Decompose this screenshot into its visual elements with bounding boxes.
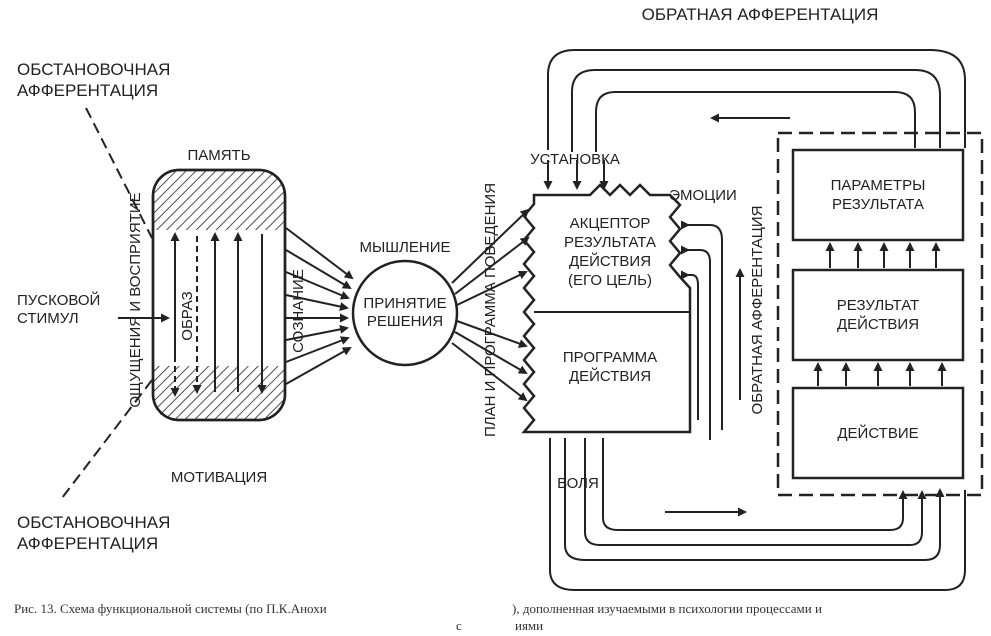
setting-arrows bbox=[543, 160, 609, 190]
situational-afferent-line-bottom bbox=[61, 379, 153, 499]
caption-line2-b: иями bbox=[515, 618, 543, 633]
memory-label: ПАМЯТЬ bbox=[187, 147, 250, 164]
emotion-loop-2 bbox=[681, 245, 711, 440]
fan-arrows-to-decision bbox=[285, 227, 354, 385]
sensation-label: ОЩУЩЕНИЯ И ВОСПРИЯТИЕ bbox=[127, 192, 144, 407]
text-line: РЕЗУЛЬТАТ bbox=[837, 297, 919, 314]
text-line: ПАРАМЕТРЫ bbox=[831, 177, 926, 194]
emotion-loop-3 bbox=[681, 270, 699, 420]
situational-bottom-label: ОБСТАНОВОЧНАЯ АФФЕРЕНТАЦИЯ bbox=[17, 513, 170, 553]
feedback-side-label: ОБРАТНАЯ АФФЕРЕНТАЦИЯ bbox=[749, 206, 766, 415]
text-line: АКЦЕПТОР bbox=[570, 215, 651, 232]
decision-circle bbox=[351, 259, 459, 367]
params-label: ПАРАМЕТРЫ РЕЗУЛЬТАТА bbox=[831, 177, 926, 213]
feedback-top-label: ОБРАТНАЯ АФФЕРЕНТАЦИЯ bbox=[642, 5, 879, 24]
memory-motivation-block bbox=[151, 168, 287, 422]
text-line: ОЩУЩЕНИЯ И ВОСПРИЯТИЕ bbox=[127, 192, 144, 407]
text-line: СТИМУЛ bbox=[17, 310, 79, 327]
text-line: ПАМЯТЬ bbox=[187, 147, 250, 164]
params-box bbox=[791, 148, 965, 242]
situational-afferent-line-top bbox=[85, 107, 153, 239]
thinking-label: МЫШЛЕНИЕ bbox=[360, 239, 451, 256]
image-label: ОБРАЗ bbox=[179, 291, 196, 340]
action-box bbox=[791, 386, 965, 480]
result-to-params-arrows bbox=[825, 242, 941, 268]
motivation-hatch bbox=[153, 366, 285, 420]
text-line: ВОЛЯ bbox=[557, 475, 599, 492]
text-line: ОБРАТНАЯ АФФЕРЕНТАЦИЯ bbox=[642, 5, 879, 24]
text-line: (ЕГО ЦЕЛЬ) bbox=[568, 272, 652, 289]
result-box bbox=[791, 268, 965, 362]
text-line: ПРОГРАММА bbox=[563, 349, 657, 366]
acceptor-program-block bbox=[521, 183, 692, 434]
text-line: МЫШЛЕНИЕ bbox=[360, 239, 451, 256]
text-line: ОБРАТНАЯ АФФЕРЕНТАЦИЯ bbox=[749, 206, 766, 415]
text-line: ОБСТАНОВОЧНАЯ bbox=[17, 513, 170, 532]
text-line: ОБРАЗ bbox=[179, 291, 196, 340]
text-line: РЕШЕНИЯ bbox=[367, 313, 443, 330]
setting-label: УСТАНОВКА bbox=[530, 151, 620, 168]
text-line: ОБСТАНОВОЧНАЯ bbox=[17, 60, 170, 79]
caption-line1-b: ), дополненная изучаемыми в психологии п… bbox=[512, 601, 822, 616]
text-line: ЭМОЦИИ bbox=[669, 187, 737, 204]
will-label: ВОЛЯ bbox=[557, 475, 599, 492]
motivation-label: МОТИВАЦИЯ bbox=[171, 469, 267, 486]
text-line: ПУСКОВОЙ bbox=[17, 291, 100, 309]
memory-hatch bbox=[153, 170, 285, 230]
text-line: ПЛАН И ПРОГРАММА ПОВЕДЕНИЯ bbox=[482, 183, 499, 437]
caption-line2-a: с bbox=[456, 618, 462, 633]
text-line: ДЕЙСТВИЕ bbox=[837, 424, 918, 442]
emotion-loop-1 bbox=[681, 220, 723, 430]
text-line: ДЕЙСТВИЯ bbox=[569, 252, 651, 270]
feedback-loops-top bbox=[547, 49, 966, 152]
text-line: АФФЕРЕНТАЦИЯ bbox=[17, 534, 158, 553]
action-label: ДЕЙСТВИЕ bbox=[837, 424, 918, 442]
text-line: РЕЗУЛЬТАТА bbox=[832, 196, 924, 213]
text-line: РЕЗУЛЬТАТА bbox=[564, 234, 656, 251]
consciousness-label: СОЗНАНИЕ bbox=[290, 269, 307, 353]
text-line: УСТАНОВКА bbox=[530, 151, 620, 168]
situational-top-label: ОБСТАНОВОЧНАЯ АФФЕРЕНТАЦИЯ bbox=[17, 60, 170, 100]
text-line: СОЗНАНИЕ bbox=[290, 269, 307, 353]
emotions-label: ЭМОЦИИ bbox=[669, 187, 737, 204]
result-dashed-box bbox=[776, 131, 984, 497]
plan-label: ПЛАН И ПРОГРАММА ПОВЕДЕНИЯ bbox=[482, 183, 499, 437]
text-line: ПРИНЯТИЕ bbox=[363, 295, 446, 312]
caption-line1-a: Рис. 13. Схема функциональной системы (п… bbox=[14, 601, 327, 616]
text-line: АФФЕРЕНТАЦИЯ bbox=[17, 81, 158, 100]
fan-arrows-to-acceptor bbox=[451, 208, 530, 402]
text-line: ДЕЙСТВИЯ bbox=[837, 315, 919, 333]
action-to-result-arrows bbox=[813, 362, 947, 386]
will-loops bbox=[549, 438, 966, 591]
text-line: МОТИВАЦИЯ bbox=[171, 469, 267, 486]
text-line: ДЕЙСТВИЯ bbox=[569, 367, 651, 385]
